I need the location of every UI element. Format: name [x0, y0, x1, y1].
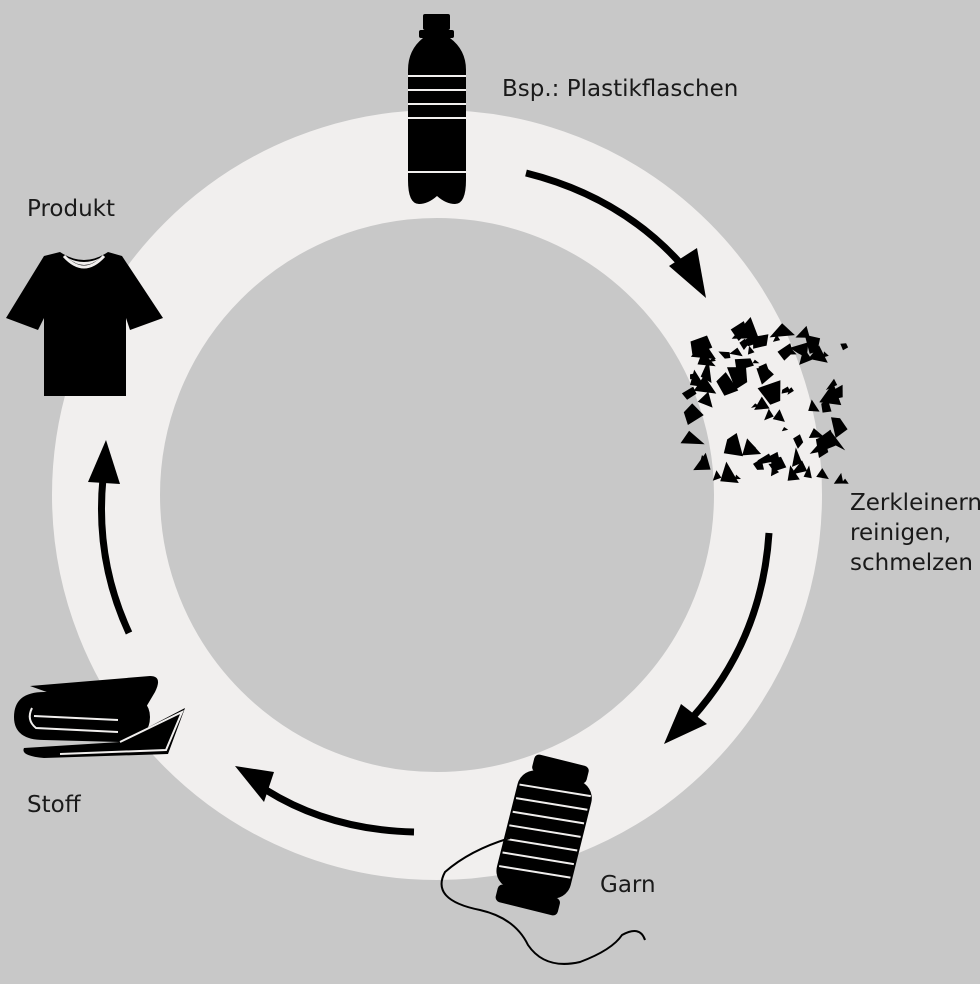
flake — [828, 429, 846, 451]
flake — [752, 359, 760, 364]
flake — [831, 417, 848, 438]
flake — [808, 428, 825, 438]
flake — [781, 386, 791, 394]
label-shred: Zerkleinern, reinigen, schmelzen — [850, 488, 980, 578]
flake — [697, 391, 713, 408]
arrowhead-shred-to-yarn — [664, 704, 707, 744]
flake — [766, 451, 781, 464]
flake — [808, 345, 828, 363]
flake — [680, 430, 705, 445]
arrow-shred-to-yarn — [689, 532, 773, 721]
arrowhead-bottle-to-shred — [669, 248, 706, 298]
label-product: Produkt — [27, 194, 115, 224]
label-shred-line-2: reinigen, — [850, 520, 952, 546]
arrow-bottle-to-shred — [525, 169, 691, 275]
flake — [815, 436, 829, 458]
arrow-fabric-to-product — [98, 477, 133, 635]
label-bottle: Bsp.: Plastikflaschen — [502, 74, 738, 104]
flake — [731, 317, 759, 339]
flake — [729, 347, 743, 357]
flake — [734, 474, 741, 480]
flake — [693, 375, 717, 394]
flake — [757, 380, 781, 405]
flake — [747, 345, 755, 355]
flake — [764, 408, 774, 421]
label-shred-line-1: Zerkleinern, — [850, 490, 980, 516]
label-fabric: Stoff — [27, 790, 81, 820]
arrowhead-yarn-to-fabric — [235, 766, 274, 802]
flake — [769, 323, 795, 338]
flake — [751, 403, 759, 408]
flake — [787, 465, 800, 481]
cycle-ring — [52, 110, 822, 880]
flake — [832, 384, 843, 399]
label-product-line-1: Produkt — [27, 196, 116, 222]
flake — [727, 367, 748, 390]
flake — [718, 351, 731, 359]
label-yarn: Garn — [600, 870, 656, 900]
flake — [808, 399, 820, 412]
flake — [803, 465, 812, 479]
flake — [785, 345, 797, 355]
cycle-arrows — [88, 169, 773, 836]
t-shirt-icon — [6, 252, 163, 396]
flake — [789, 342, 809, 358]
flake — [690, 373, 696, 380]
flake — [756, 367, 774, 385]
flake — [821, 399, 832, 413]
flake — [770, 466, 780, 477]
flake — [712, 470, 722, 481]
flake — [772, 334, 781, 342]
flake — [699, 455, 706, 463]
label-shred-line-3: schmelzen — [850, 550, 973, 576]
label-bottle-line-1: Bsp.: Plastikflaschen — [502, 76, 739, 102]
flake — [840, 343, 849, 351]
shredded-flakes-icon — [680, 317, 849, 484]
flake — [825, 378, 838, 391]
rolled-fabric-icon — [14, 676, 185, 758]
label-fabric-line-1: Stoff — [27, 792, 81, 818]
flake — [819, 382, 842, 406]
flake — [793, 434, 804, 449]
yarn-spool-icon — [440, 754, 646, 965]
flake — [841, 478, 849, 484]
flake — [745, 440, 757, 449]
arrow-yarn-to-fabric — [264, 787, 415, 836]
flake — [753, 458, 764, 470]
flake — [683, 403, 704, 425]
arrowhead-fabric-to-product — [88, 440, 120, 484]
flake — [823, 351, 829, 358]
flake — [809, 442, 822, 454]
plastic-bottle-icon — [408, 14, 466, 204]
flake — [792, 447, 803, 467]
flake — [723, 433, 743, 457]
flake — [795, 325, 810, 338]
label-yarn-line-1: Garn — [600, 872, 656, 898]
flake — [768, 463, 776, 469]
flake — [754, 396, 770, 410]
flake — [790, 460, 808, 475]
flake — [781, 427, 789, 432]
flake — [716, 372, 739, 396]
flake — [816, 468, 829, 480]
flake — [787, 387, 794, 395]
flake — [739, 338, 748, 350]
flake — [772, 409, 785, 422]
flake — [681, 386, 697, 400]
flake — [690, 335, 713, 355]
flake — [720, 461, 739, 483]
flake — [833, 472, 844, 484]
